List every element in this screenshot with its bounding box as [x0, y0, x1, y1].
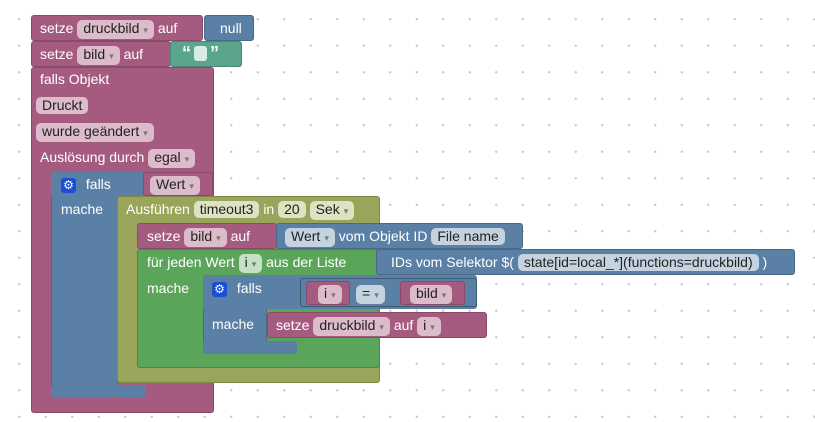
- object-field[interactable]: Druckt: [36, 97, 89, 114]
- dropdown-arrow-icon: ▾: [184, 154, 190, 164]
- attr-value: Wert: [291, 228, 321, 244]
- dropdown-arrow-icon: ▾: [374, 290, 379, 300]
- var-value: druckbild: [83, 20, 140, 36]
- gear-icon[interactable]: ⚙: [61, 178, 76, 193]
- if-label: falls: [236, 280, 262, 296]
- object-id-field[interactable]: File name: [431, 228, 505, 245]
- timeout-value-field[interactable]: 20: [278, 201, 306, 218]
- value-var-value: i: [423, 317, 427, 333]
- from-label: aus der Liste: [266, 254, 347, 270]
- var-value: druckbild: [319, 317, 376, 333]
- inner-if-footer: [203, 341, 297, 354]
- dropdown-arrow-icon: ▾: [441, 290, 447, 300]
- wert-value: Wert: [156, 176, 186, 192]
- loopvar-dropdown[interactable]: i▾: [238, 254, 263, 273]
- dropdown-arrow-icon: ▾: [189, 181, 194, 191]
- var-dropdown[interactable]: bild▾: [77, 46, 120, 65]
- mache-label: mache: [61, 201, 104, 217]
- var-dropdown[interactable]: druckbild▾: [313, 317, 390, 336]
- var-value: bild: [190, 228, 213, 244]
- loopvar-value: i: [244, 254, 248, 270]
- auf-label: auf: [230, 228, 251, 244]
- if-footer: [51, 385, 146, 397]
- dropdown-arrow-icon: ▾: [324, 233, 329, 243]
- attr-dropdown[interactable]: Wert▾: [285, 228, 335, 247]
- dropdown-arrow-icon: ▾: [331, 290, 336, 300]
- selector-field[interactable]: state[id=local_*](functions=druckbild): [517, 254, 759, 271]
- dropdown-arrow-icon: ▾: [343, 206, 349, 216]
- var-dropdown[interactable]: druckbild▾: [77, 20, 154, 39]
- unit-dropdown[interactable]: Sek▾: [309, 201, 355, 220]
- operator-dropdown[interactable]: =▾: [356, 285, 385, 304]
- trigger-label: Auslösung durch: [40, 149, 145, 165]
- dropdown-arrow-icon: ▾: [379, 322, 384, 332]
- dropdown-arrow-icon: ▾: [430, 322, 435, 332]
- operator-value: =: [362, 285, 371, 301]
- dropdown-arrow-icon: ▾: [143, 25, 148, 35]
- left-var-dropdown[interactable]: i▾: [318, 285, 342, 304]
- dropdown-arrow-icon: ▾: [109, 51, 114, 61]
- dropdown-arrow-icon: ▾: [251, 259, 257, 269]
- null-block[interactable]: [204, 15, 254, 41]
- foreach-label: für jeden Wert: [147, 254, 235, 270]
- setze-label: setze: [40, 46, 74, 62]
- mache-label: mache: [147, 280, 190, 296]
- trigger-dropdown[interactable]: egal▾: [148, 149, 196, 168]
- value-var-dropdown[interactable]: i▾: [417, 317, 441, 336]
- null-label: null: [220, 20, 242, 36]
- setze-label: setze: [276, 317, 310, 333]
- unit-value: Sek: [315, 201, 340, 217]
- var-value: bild: [83, 46, 106, 62]
- mache-label: mache: [212, 316, 255, 332]
- text-field[interactable]: [194, 46, 207, 61]
- right-var-dropdown[interactable]: bild▾: [410, 285, 453, 304]
- timeout-name-field[interactable]: timeout3: [193, 201, 260, 218]
- trigger-value: egal: [154, 149, 181, 165]
- timeout-label: Ausführen: [126, 201, 190, 217]
- gear-icon[interactable]: ⚙: [212, 282, 227, 297]
- setze-label: setze: [40, 20, 74, 36]
- var-dropdown[interactable]: bild▾: [184, 228, 227, 247]
- selector-close: ): [762, 254, 768, 270]
- quote-open: “: [182, 43, 191, 63]
- of-label: vom Objekt ID: [338, 228, 428, 244]
- wert-dropdown[interactable]: Wert▾: [150, 176, 200, 195]
- trigger-title: falls Objekt: [40, 71, 110, 87]
- dropdown-arrow-icon: ▾: [216, 233, 221, 243]
- auf-label: auf: [123, 46, 144, 62]
- auf-label: auf: [393, 317, 414, 333]
- dropdown-arrow-icon: ▾: [143, 128, 148, 138]
- event-value: wurde geändert: [42, 123, 140, 139]
- auf-label: auf: [157, 20, 178, 36]
- in-label: in: [263, 201, 275, 217]
- left-var-value: i: [324, 285, 328, 301]
- selector-label: IDs vom Selektor $(: [391, 254, 514, 270]
- event-dropdown[interactable]: wurde geändert▾: [36, 123, 154, 142]
- if-block[interactable]: [51, 172, 118, 397]
- setze-label: setze: [147, 228, 181, 244]
- quote-close: ”: [210, 43, 219, 63]
- right-var-value: bild: [416, 285, 438, 301]
- if-label: falls: [85, 176, 111, 192]
